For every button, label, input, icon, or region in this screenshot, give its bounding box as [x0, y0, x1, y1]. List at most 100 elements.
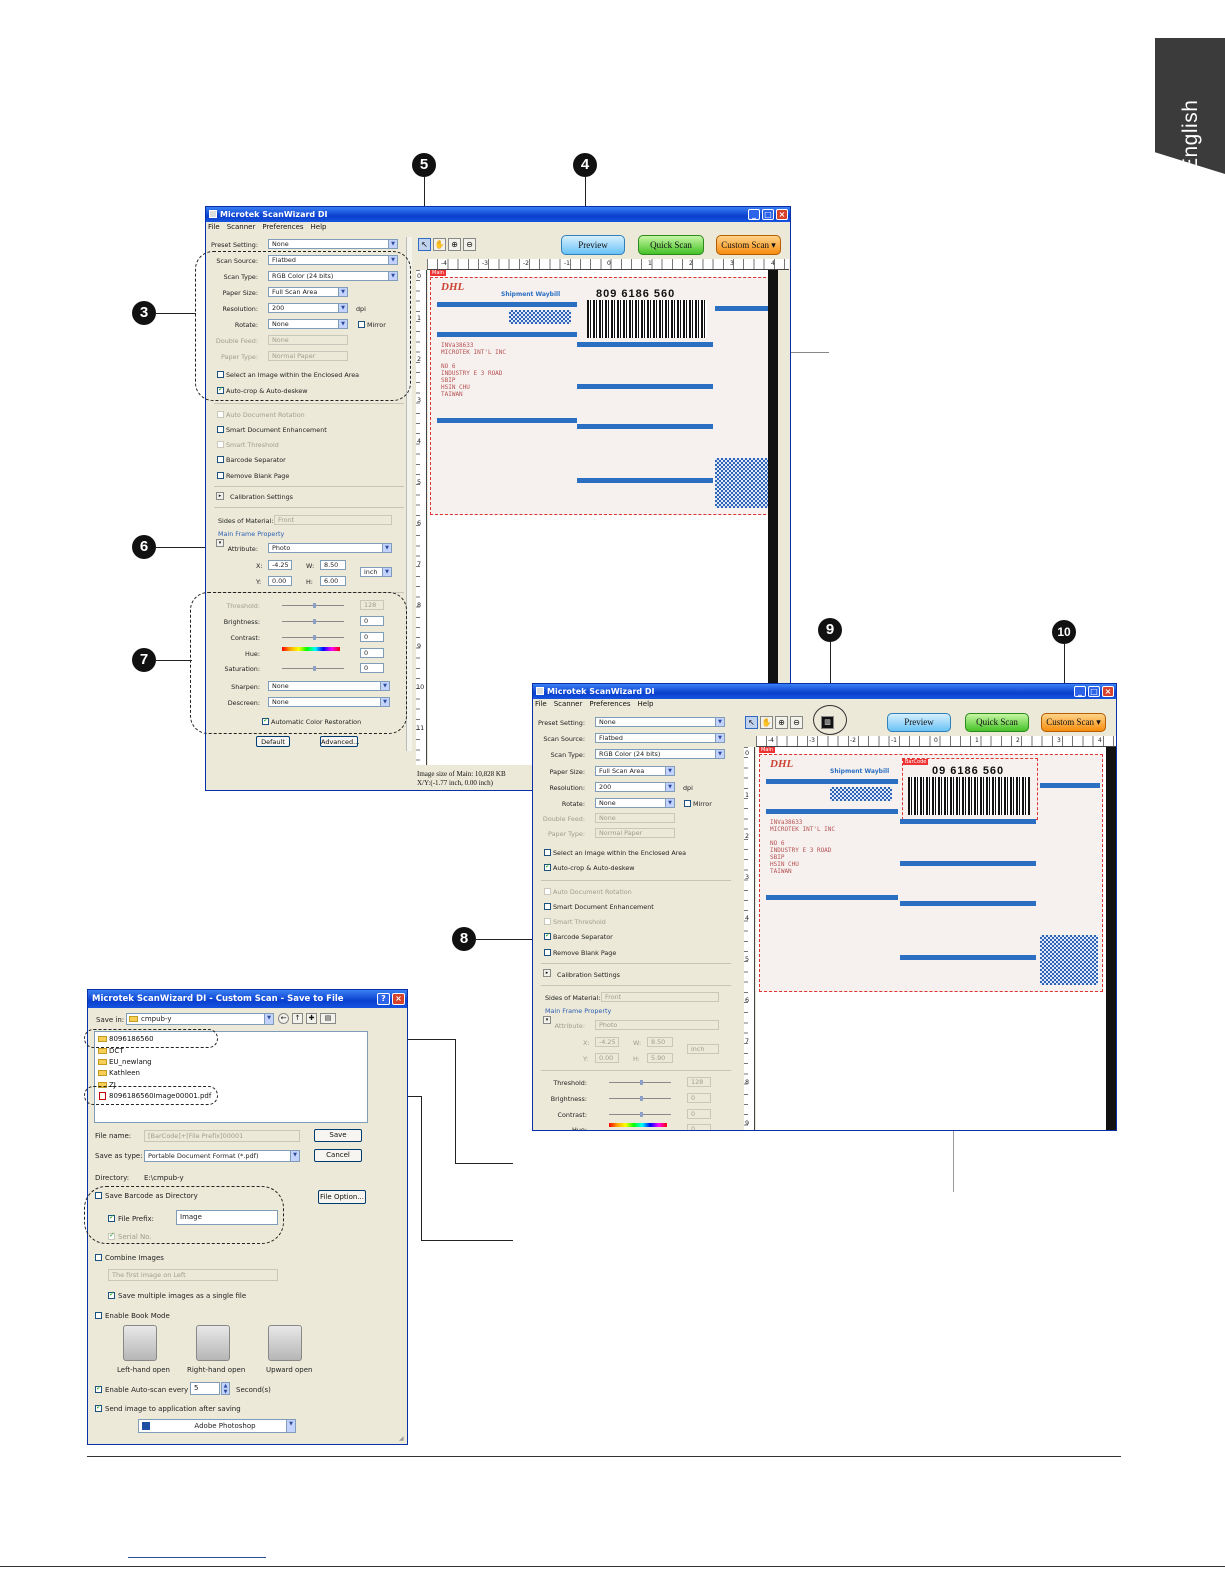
- threshold-slider[interactable]: [282, 603, 344, 608]
- sides-select[interactable]: Front: [601, 992, 719, 1002]
- auto-scan-checkbox[interactable]: [95, 1384, 102, 1393]
- h-input[interactable]: 6.00: [320, 576, 346, 586]
- custom-scan-button[interactable]: Custom Scan ▾: [716, 235, 781, 255]
- remove-blank-checkbox[interactable]: [544, 949, 551, 956]
- remove-blank-checkbox[interactable]: [217, 472, 224, 479]
- x-input[interactable]: -4.25: [595, 1037, 619, 1047]
- auto-scan-stepper[interactable]: ▲▼: [221, 1382, 230, 1395]
- zoom-out-icon[interactable]: ⊖: [463, 238, 476, 251]
- maximize-button[interactable]: □: [762, 209, 774, 220]
- hand-icon[interactable]: ✋: [760, 716, 773, 729]
- file-option-button[interactable]: File Option...: [318, 1190, 366, 1204]
- smart-threshold-checkbox[interactable]: [217, 441, 224, 448]
- hue-slider[interactable]: [609, 1123, 667, 1127]
- close-button[interactable]: ×: [776, 209, 788, 220]
- saturation-input[interactable]: 0: [360, 663, 384, 673]
- menu-help[interactable]: Help: [310, 223, 327, 231]
- resolution-select[interactable]: 200▼: [595, 782, 675, 792]
- book-mode-checkbox[interactable]: [95, 1312, 102, 1319]
- maximize-button[interactable]: □: [1088, 686, 1100, 697]
- serial-no-checkbox[interactable]: [108, 1231, 115, 1240]
- panel-scrollbar[interactable]: [406, 237, 412, 751]
- left-hand-open-icon[interactable]: [123, 1325, 157, 1361]
- hand-icon[interactable]: ✋: [433, 238, 446, 251]
- brightness-slider[interactable]: [282, 619, 344, 624]
- send-image-checkbox[interactable]: [95, 1403, 102, 1412]
- unit-select[interactable]: inch▼: [360, 567, 392, 577]
- file-prefix-checkbox[interactable]: [108, 1213, 115, 1222]
- advanced-button[interactable]: Advanced...: [320, 736, 360, 747]
- paper-type-select[interactable]: Normal Paper: [268, 351, 348, 361]
- pointer-icon[interactable]: ↖: [418, 238, 431, 251]
- list-item[interactable]: Kathleen: [98, 1069, 140, 1077]
- mirror-checkbox[interactable]: [358, 321, 365, 328]
- attribute-select[interactable]: Photo: [595, 1020, 719, 1030]
- attribute-select[interactable]: Photo▼: [268, 543, 392, 553]
- scan-source-select[interactable]: Flatbed▼: [595, 733, 725, 743]
- help-button[interactable]: ?: [377, 993, 390, 1005]
- cancel-button[interactable]: Cancel: [314, 1149, 362, 1162]
- preview-button[interactable]: Preview: [887, 713, 951, 732]
- list-item[interactable]: DCT: [98, 1047, 124, 1055]
- saturation-slider[interactable]: [282, 666, 344, 671]
- rotate-select[interactable]: None▼: [268, 319, 348, 329]
- descreen-select[interactable]: None▼: [268, 697, 390, 707]
- collapse-icon[interactable]: ▾: [216, 539, 224, 547]
- calibration-label[interactable]: Calibration Settings: [230, 493, 294, 501]
- scan-type-select[interactable]: RGB Color (24 bits)▼: [595, 749, 725, 759]
- close-button[interactable]: ×: [392, 993, 405, 1005]
- preset-select[interactable]: None▼: [595, 717, 725, 727]
- calibration-label[interactable]: Calibration Settings: [557, 971, 621, 979]
- select-enclosed-checkbox[interactable]: [217, 371, 224, 378]
- minimize-button[interactable]: _: [1074, 686, 1086, 697]
- auto-scan-input[interactable]: 5: [190, 1382, 220, 1395]
- double-feed-select[interactable]: None: [268, 335, 348, 345]
- zoom-out-icon[interactable]: ⊖: [790, 716, 803, 729]
- auto-doc-rotation-checkbox[interactable]: [217, 411, 224, 418]
- save-button[interactable]: Save: [314, 1129, 362, 1142]
- w-input[interactable]: 8.50: [320, 560, 346, 570]
- menu-file[interactable]: File: [208, 223, 220, 231]
- preview-canvas[interactable]: Main DHL Shipment Waybill BarCode 09 618…: [756, 747, 1116, 1130]
- back-icon[interactable]: ←: [278, 1013, 289, 1024]
- contrast-slider[interactable]: [609, 1112, 671, 1117]
- preset-select[interactable]: None▼: [268, 239, 398, 249]
- combine-option-select[interactable]: The first image on Left: [108, 1269, 278, 1281]
- menu-preferences[interactable]: Preferences: [589, 700, 631, 708]
- list-item[interactable]: EU_newlang: [98, 1058, 152, 1066]
- preview-canvas[interactable]: Main DHL Shipment Waybill 809 6186 560 I…: [428, 270, 778, 765]
- list-item[interactable]: ZJ: [98, 1081, 116, 1089]
- paper-type-select[interactable]: Normal Paper: [595, 828, 675, 838]
- double-feed-select[interactable]: None: [595, 813, 675, 823]
- save-in-select[interactable]: cmpub-y▼: [126, 1013, 274, 1025]
- sharpen-select[interactable]: None▼: [268, 681, 390, 691]
- zoom-in-icon[interactable]: ⊕: [448, 238, 461, 251]
- autocrop-checkbox[interactable]: [217, 385, 224, 394]
- zoom-in-icon[interactable]: ⊕: [775, 716, 788, 729]
- upward-open-icon[interactable]: [268, 1325, 302, 1361]
- menu-scanner[interactable]: Scanner: [226, 223, 256, 231]
- quick-scan-button[interactable]: Quick Scan: [638, 235, 704, 255]
- select-enclosed-checkbox[interactable]: [544, 849, 551, 856]
- menu-file[interactable]: File: [535, 700, 547, 708]
- up-folder-icon[interactable]: ↑: [292, 1013, 303, 1024]
- sides-select[interactable]: Front: [274, 515, 392, 525]
- unit-select[interactable]: inch: [687, 1044, 719, 1054]
- list-item[interactable]: 8096186560Image00001.pdf: [98, 1092, 211, 1100]
- right-hand-open-icon[interactable]: [196, 1325, 230, 1361]
- file-list[interactable]: 8096186560 DCT EU_newlang Kathleen ZJ 80…: [94, 1031, 368, 1123]
- file-name-input[interactable]: [BarCode]+[File Prefix]00001: [144, 1130, 300, 1142]
- smart-doc-checkbox[interactable]: [217, 426, 224, 433]
- preview-button[interactable]: Preview: [561, 235, 625, 255]
- x-input[interactable]: -4.25: [268, 560, 292, 570]
- smart-threshold-checkbox[interactable]: [544, 918, 551, 925]
- view-menu-icon[interactable]: ▤: [320, 1013, 336, 1024]
- brightness-slider[interactable]: [609, 1096, 671, 1101]
- contrast-input[interactable]: 0: [687, 1109, 711, 1119]
- paper-size-select[interactable]: Full Scan Area▼: [595, 766, 675, 776]
- brightness-input[interactable]: 0: [687, 1093, 711, 1103]
- hue-input[interactable]: 0: [687, 1124, 711, 1130]
- menu-scanner[interactable]: Scanner: [553, 700, 583, 708]
- barcode-separator-checkbox[interactable]: [217, 456, 224, 463]
- autocrop-checkbox[interactable]: [544, 862, 551, 871]
